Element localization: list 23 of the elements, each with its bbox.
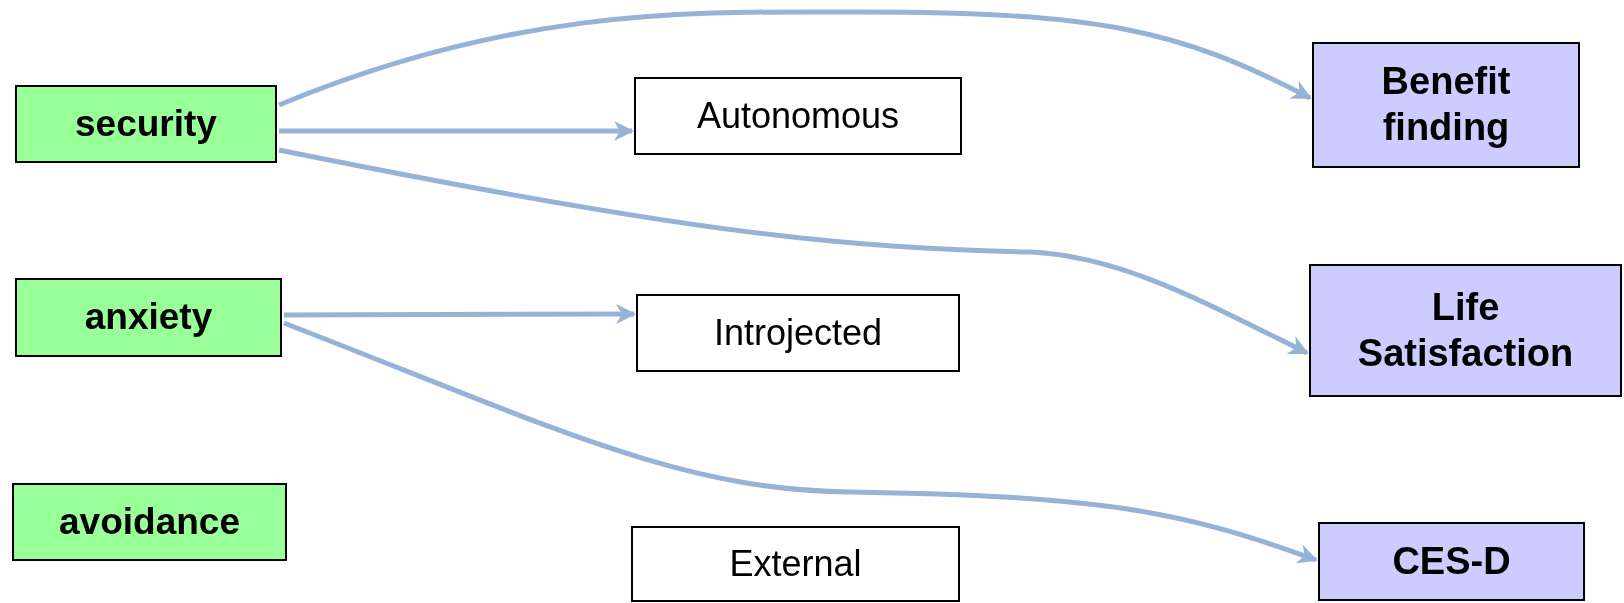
- node-label: Introjected: [713, 311, 883, 355]
- node-label: External: [729, 542, 862, 586]
- arrow: [283, 320, 1318, 564]
- node-label: anxiety: [84, 295, 213, 340]
- outcome-box: [1312, 42, 1580, 168]
- attachment-box: [12, 483, 287, 561]
- outcome-box: [1318, 522, 1585, 601]
- node-label: Benefit finding: [1380, 59, 1512, 150]
- node-label: CES-D: [1392, 538, 1511, 584]
- node-label: Autonomous: [696, 94, 900, 138]
- node-label: security: [75, 101, 217, 146]
- arrow: [279, 121, 634, 141]
- outcome-box: [1309, 264, 1622, 397]
- arrow: [278, 147, 1309, 356]
- motive-box: [636, 294, 960, 372]
- arrow: [284, 304, 636, 325]
- attachment-box: [15, 85, 277, 163]
- arrow: [278, 9, 1312, 108]
- motive-box: [634, 77, 962, 155]
- node-label: avoidance: [59, 499, 240, 544]
- attachment-box: [15, 278, 282, 357]
- motive-box: [631, 526, 960, 602]
- node-label: Life Satisfaction: [1356, 284, 1575, 376]
